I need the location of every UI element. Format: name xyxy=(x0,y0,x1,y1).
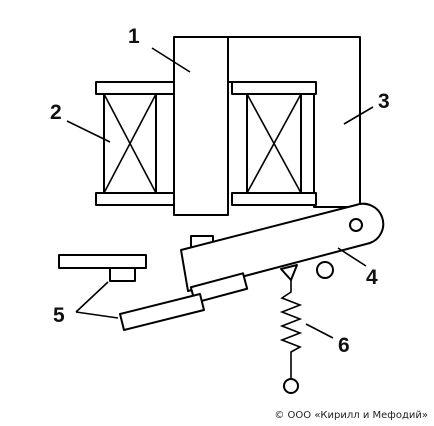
leader-lines xyxy=(66,47,374,339)
armature xyxy=(119,202,385,331)
fixed-contact xyxy=(58,254,147,282)
label-part-2: 2 xyxy=(50,101,62,124)
label-part-6: 6 xyxy=(338,334,350,357)
copyright-text: © ООО «Кирилл и Мефодий» xyxy=(274,410,428,421)
left-coil xyxy=(95,81,175,206)
spring xyxy=(279,264,303,394)
label-part-1: 1 xyxy=(128,25,140,48)
label-part-3: 3 xyxy=(378,90,390,113)
label-part-4: 4 xyxy=(366,266,378,289)
right-coil xyxy=(231,81,317,206)
label-part-5: 5 xyxy=(53,304,65,327)
core xyxy=(173,36,229,216)
